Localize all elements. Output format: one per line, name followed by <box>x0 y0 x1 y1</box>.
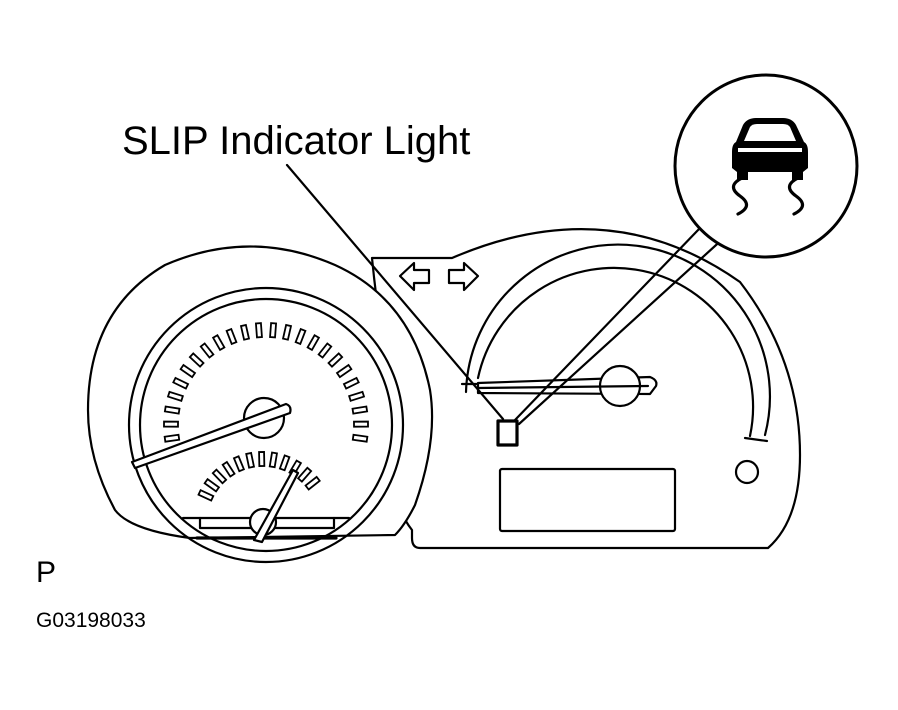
main-dial-tick <box>166 390 184 402</box>
left-gauge-dial <box>127 286 405 564</box>
main-dial-ticks <box>163 322 369 443</box>
arrow-left-icon <box>398 261 431 292</box>
main-dial-tick <box>163 405 181 415</box>
main-dial-tick <box>211 334 226 352</box>
main-dial-tick <box>254 322 263 339</box>
main-dial-tick <box>281 323 293 341</box>
right-gauge-needle <box>476 364 658 408</box>
sub-dial-tick <box>268 451 279 469</box>
main-dial-tick <box>317 342 333 359</box>
sub-dial-tick <box>232 455 246 473</box>
sub-dial-tick <box>245 451 256 469</box>
main-dial-tick <box>342 376 360 390</box>
sub-dial-needle <box>195 468 338 544</box>
left-cluster-housing <box>86 245 434 540</box>
main-dial-tick <box>239 323 251 341</box>
callout-leader-lines <box>285 163 728 426</box>
main-dial-tick <box>163 433 181 443</box>
arrow-right-icon <box>447 261 480 292</box>
figure-code: G03198033 <box>36 609 146 632</box>
skidding-car-icon <box>731 118 808 216</box>
main-dial-tick <box>225 327 238 346</box>
main-dial-tick <box>351 433 369 443</box>
sub-dial-tick <box>197 488 215 502</box>
main-dial-tick <box>163 420 179 428</box>
sub-dial-tick <box>304 475 321 491</box>
right-gauge <box>460 243 772 443</box>
main-dial-tick <box>348 390 366 402</box>
main-dial-tick <box>353 420 369 428</box>
sub-dial-tick <box>278 454 291 472</box>
view-letter: P <box>36 556 57 589</box>
sub-dial-tick <box>296 466 313 483</box>
main-dial-tick <box>294 327 307 346</box>
main-dial-tick <box>269 322 278 339</box>
main-dial-tick <box>306 334 321 352</box>
main-dial-tick <box>351 405 369 415</box>
sub-dial-tick <box>258 451 266 467</box>
callout-label: SLIP Indicator Light <box>122 119 471 163</box>
trip-reset-knob <box>734 459 760 485</box>
main-dial-tick <box>199 342 215 359</box>
sub-dial-tick <box>211 468 228 485</box>
main-dial-needle <box>130 396 292 470</box>
main-dial-tick <box>327 352 344 368</box>
sub-dial-tick <box>221 460 236 478</box>
main-dial-tick <box>172 376 190 390</box>
main-dial-tick <box>335 363 353 379</box>
slip-indicator-lamp <box>496 419 519 447</box>
lcd-display <box>498 467 677 533</box>
sub-dial-tick <box>203 477 221 493</box>
main-dial-tick <box>179 363 197 379</box>
main-dial-tick <box>188 352 205 368</box>
